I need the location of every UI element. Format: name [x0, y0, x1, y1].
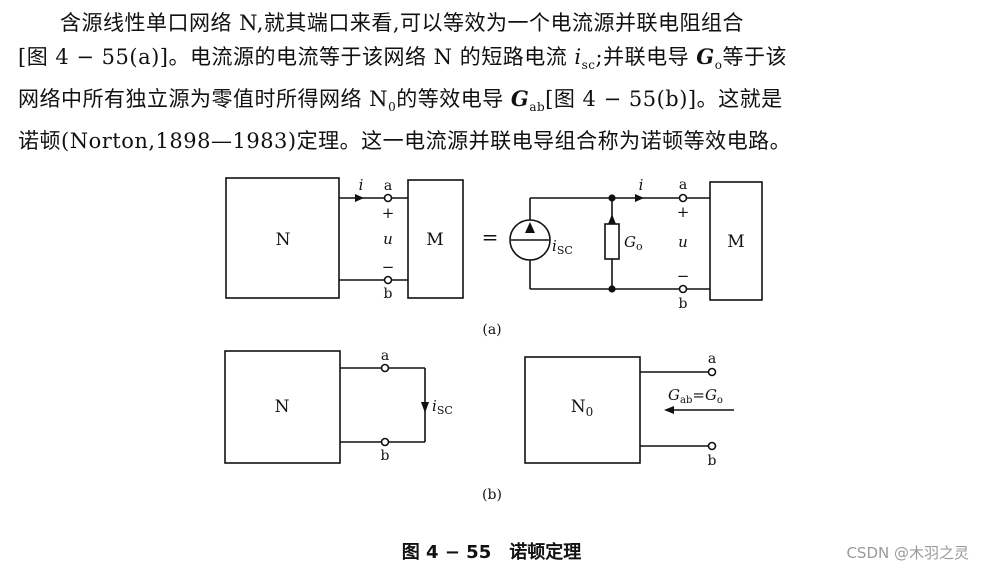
- var-g: G: [696, 44, 715, 69]
- figure-a-label: (a): [482, 322, 501, 338]
- current-arrow-a-left: [355, 194, 364, 202]
- network-n-label-a: N: [276, 230, 291, 250]
- network-m-box-right: [709, 181, 763, 301]
- terminal-b-label-left: b: [384, 286, 393, 302]
- node-bottom: [608, 285, 616, 293]
- terminal-b-label-right: b: [679, 296, 688, 312]
- short-current-label: iSC: [432, 397, 453, 417]
- para-line-3: 网络中所有独立源为零值时所得网络 N0的等效电导 Gab[图 4 − 55(b)…: [18, 82, 968, 124]
- node-top: [608, 194, 616, 202]
- watermark: CSDN @木羽之灵: [846, 544, 969, 562]
- network-m-box-left: [407, 179, 464, 299]
- terminal-a-label-right: a: [679, 177, 687, 193]
- terminal-a-label-b-right: a: [708, 351, 716, 367]
- network-m-label-left: M: [426, 230, 443, 250]
- gab-eq-go-label: Gab=Go: [668, 386, 723, 406]
- conductance-resistor-icon: [604, 223, 620, 260]
- para-line-2-c: 等于该: [722, 45, 787, 69]
- terminal-a-b-left: [380, 363, 390, 373]
- terminal-a-right: [678, 193, 688, 203]
- network-n-box-b: [224, 350, 341, 464]
- para-line-4: 诺顿(Norton,1898—1983)定理。这一电流源并联电导组合称为诺顿等效…: [18, 124, 968, 158]
- terminal-a-label-left: a: [384, 178, 392, 194]
- figure-b-label: (b): [482, 487, 502, 503]
- network-n0-label: N0: [571, 397, 594, 419]
- terminal-b-label-b-left: b: [381, 448, 390, 464]
- para-line-1: 含源线性单口网络 N,就其端口来看,可以等效为一个电流源并联电阻组合: [18, 6, 968, 40]
- short-current-arrow-icon: [421, 402, 429, 413]
- network-n-label-b: N: [275, 397, 290, 417]
- terminal-b-b-left: [380, 437, 390, 447]
- terminal-a-b-right: [707, 367, 717, 377]
- source-label: iSC: [552, 237, 573, 257]
- voltage-label-right: u: [678, 233, 688, 251]
- equals-sign: =: [482, 225, 499, 249]
- terminal-b-label-b-right: b: [708, 453, 717, 469]
- para-line-3-a: 网络中所有独立源为零值时所得网络 N: [18, 87, 389, 112]
- sub-ab: ab: [529, 100, 546, 115]
- para-line-4-text: 诺顿(Norton,1898—1983)定理。这一电流源并联电导组合称为诺顿等效…: [18, 129, 792, 154]
- current-label-a-left: i: [359, 176, 364, 194]
- body-paragraph: 含源线性单口网络 N,就其端口来看,可以等效为一个电流源并联电阻组合 [图 4 …: [18, 6, 968, 158]
- gab-arrow-icon: [664, 406, 674, 414]
- sub-o: o: [714, 58, 723, 73]
- para-line-2-a: [图 4 − 55(a)]。电流源的电流等于该网络 N 的短路电流: [18, 45, 575, 69]
- terminal-b-left: [383, 275, 393, 285]
- figure-caption: 图 4 − 55 诺顿定理: [401, 542, 582, 563]
- para-line-1-text: 含源线性单口网络 N,就其端口来看,可以等效为一个电流源并联电阻组合: [60, 11, 745, 35]
- plus-sign-left: +: [382, 204, 395, 222]
- plus-sign-right: +: [677, 203, 690, 221]
- current-label-a-right: i: [639, 176, 644, 194]
- minus-sign-right: −: [677, 267, 690, 285]
- network-m-label-right: M: [727, 232, 744, 252]
- current-source-arrow-icon: [525, 222, 535, 233]
- terminal-a-left: [383, 193, 393, 203]
- terminal-b-right: [678, 284, 688, 294]
- terminal-b-b-right: [707, 441, 717, 451]
- sub-sc: sc: [581, 58, 596, 73]
- sub-0: 0: [388, 100, 397, 115]
- para-line-2: [图 4 − 55(a)]。电流源的电流等于该网络 N 的短路电流 isc;并联…: [18, 40, 968, 82]
- para-line-3-b: 的等效电导: [396, 87, 511, 112]
- para-line-3-c: [图 4 − 55(b)]。这就是: [545, 87, 783, 112]
- conductance-label: Go: [624, 233, 643, 253]
- voltage-label-left: u: [383, 230, 393, 248]
- terminal-a-label-b-left: a: [381, 348, 389, 364]
- network-n0-box: [524, 356, 641, 464]
- conductance-arrow-icon: [608, 214, 616, 224]
- var-i: i: [574, 45, 582, 69]
- var-gab: G: [510, 86, 530, 112]
- network-n-box-a: [225, 177, 340, 299]
- current-arrow-a-right: [635, 194, 644, 202]
- minus-sign-left: −: [382, 258, 395, 276]
- para-line-2-b: ;并联电导: [595, 45, 697, 69]
